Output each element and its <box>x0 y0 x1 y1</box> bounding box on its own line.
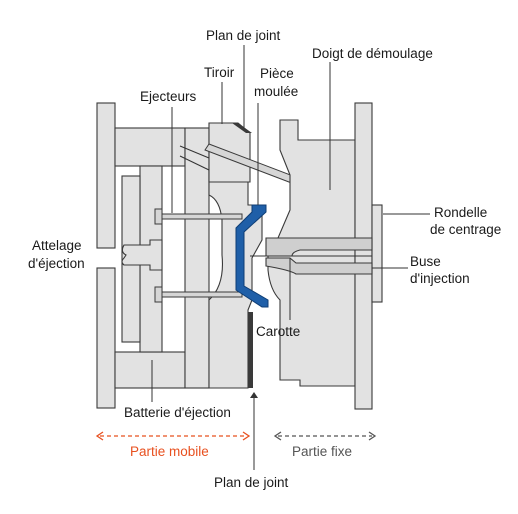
label-attelage-2: d'éjection <box>28 256 85 271</box>
label-batterie: Batterie d'éjection <box>124 405 231 420</box>
fixed-half <box>250 102 383 410</box>
moving-clamp-plate-bottom <box>96 267 116 409</box>
ejector-pin-top-head <box>154 208 163 225</box>
nozzle <box>265 257 373 275</box>
moving-clamp-plate-top <box>96 102 116 249</box>
partie-mobile-arrow-left <box>95 431 104 441</box>
direction-arrows <box>95 431 377 441</box>
partie-fixe-arrow-right <box>368 431 377 441</box>
leader-lines <box>151 45 430 470</box>
partie-mobile-arrow-right <box>242 431 251 441</box>
label-ejecteurs: Ejecteurs <box>140 89 197 104</box>
arrow-plan-de-joint-bottom <box>250 392 258 398</box>
label-rondelle-1: Rondelle <box>434 205 487 220</box>
locating-ring <box>371 204 383 303</box>
ejector-pin-bottom <box>161 291 243 298</box>
parting-line-bar <box>248 312 253 388</box>
spacer-block-top <box>114 127 186 167</box>
label-rondelle-2: de centrage <box>430 222 501 237</box>
label-carotte: Carotte <box>256 324 300 339</box>
label-piece-moulee-1: Pièce <box>260 66 294 81</box>
ejector-pin-bottom-head <box>154 286 163 303</box>
angle-pin-line <box>179 155 210 171</box>
molded-part <box>235 204 269 308</box>
label-buse-1: Buse <box>410 254 441 269</box>
label-plan-de-joint-top: Plan de joint <box>206 28 281 43</box>
label-doigt-de-demoulage: Doigt de démoulage <box>312 46 433 61</box>
partie-fixe-arrow-left <box>273 431 282 441</box>
label-partie-mobile: Partie mobile <box>130 444 209 459</box>
angle-pin-line-2 <box>179 145 210 159</box>
label-buse-2: d'injection <box>410 271 470 286</box>
label-partie-fixe: Partie fixe <box>292 444 352 459</box>
label-piece-moulee-2: moulée <box>254 84 298 99</box>
label-plan-de-joint-bottom: Plan de joint <box>214 475 289 490</box>
ejector-pin-top <box>161 213 243 220</box>
ejector-coupling <box>121 239 163 271</box>
label-tiroir: Tiroir <box>204 65 235 80</box>
label-attelage-1: Attelage <box>32 238 82 253</box>
spacer-block-bottom <box>114 351 186 389</box>
support-plate <box>184 127 210 389</box>
labels: Plan de joint Tiroir Pièce moulée Doigt … <box>28 28 501 490</box>
tiroir-edge <box>232 123 252 133</box>
